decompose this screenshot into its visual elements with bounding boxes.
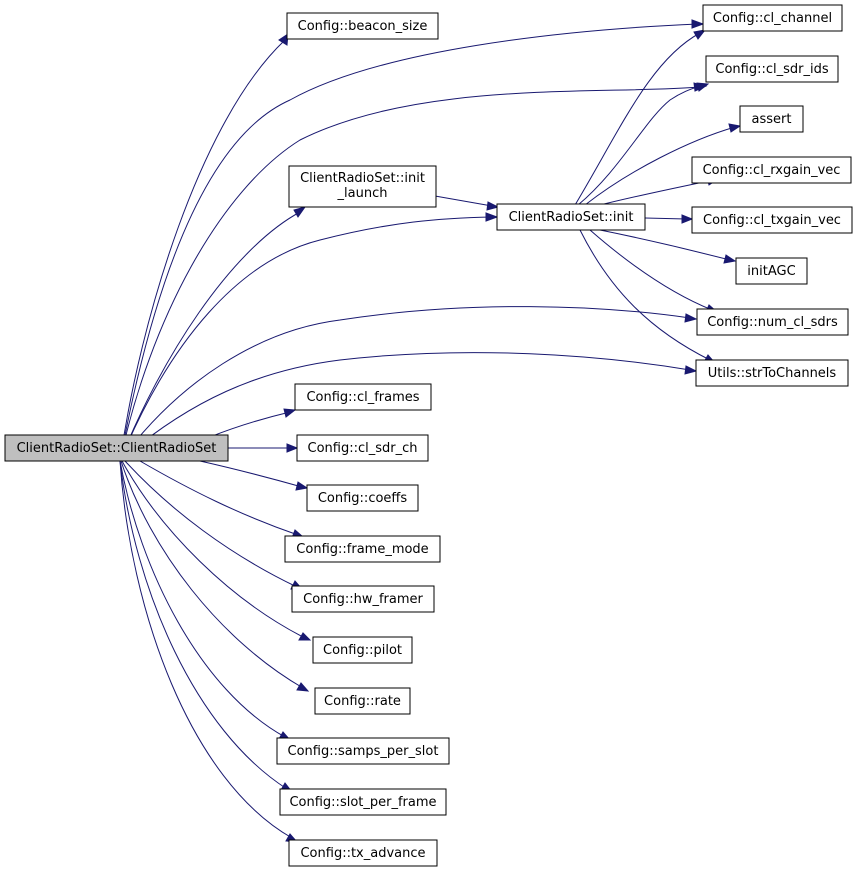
edge-root-to-frame-mode — [139, 460, 299, 536]
edge-init-to-num-cl-sdrs — [589, 229, 713, 311]
node-label: Config::rate — [324, 694, 401, 709]
node-label: ClientRadioSet::ClientRadioSet — [17, 441, 217, 456]
node-label: Config::cl_rxgain_vec — [703, 163, 841, 178]
node-label: Utils::strToChannels — [708, 366, 837, 381]
node-label: Config::num_cl_sdrs — [707, 315, 838, 330]
arrowhead-init-cl-channel — [693, 29, 707, 40]
edge-init-to-cl-channel — [574, 32, 701, 206]
arrowhead-cl-channel — [691, 19, 705, 29]
node-label: Config::pilot — [323, 643, 402, 658]
edge-init-to-cl-rxgain-vec — [599, 179, 714, 206]
edge-root-to-cl-sdr-ids — [119, 86, 701, 462]
edge-root-to-init-launch — [119, 211, 301, 462]
edge-root-to-coeffs — [199, 460, 303, 488]
node-config-hw-framer[interactable]: Config::hw_framer — [291, 585, 435, 613]
edge-root-to-samps-per-slot — [119, 460, 286, 738]
edge-root-to-cl-frames — [209, 411, 291, 438]
nodes-layer: ClientRadioSet::ClientRadioSet Config::b… — [4, 4, 853, 867]
arrowhead-init-assert — [728, 123, 742, 133]
node-label: Config::hw_framer — [303, 592, 423, 607]
arrowhead-init-launch — [293, 206, 307, 218]
arrowhead-init — [485, 212, 499, 222]
edge-root-to-tx-advance — [119, 460, 293, 839]
node-config-cl-channel[interactable]: Config::cl_channel — [702, 4, 843, 32]
node-label: Config::slot_per_frame — [289, 795, 436, 810]
arrowhead-cl-frames — [283, 408, 297, 418]
node-label-line-1: ClientRadioSet::init — [300, 171, 425, 186]
edge-root-to-slot-per-frame — [119, 460, 288, 790]
arrowhead-num-cl-sdrs — [684, 313, 698, 323]
node-label: Config::samps_per_slot — [288, 744, 439, 759]
node-client-radio-set-init[interactable]: ClientRadioSet::init — [496, 203, 646, 231]
node-label: Config::coeffs — [318, 491, 408, 506]
edge-root-to-str-to-channels — [119, 352, 691, 462]
edge-init-to-assert — [584, 126, 736, 206]
node-config-tx-advance[interactable]: Config::tx_advance — [288, 839, 438, 867]
arrowhead-init-agc — [723, 254, 737, 264]
node-label: ClientRadioSet::init — [509, 210, 634, 225]
node-label: Config::cl_sdr_ch — [308, 441, 418, 456]
node-label: initAGC — [747, 264, 795, 279]
node-label: Config::cl_frames — [306, 390, 419, 405]
edge-init-launch-to-init — [434, 195, 493, 207]
arrowhead-pilot — [298, 632, 312, 641]
node-label: assert — [752, 112, 792, 127]
node-config-rate[interactable]: Config::rate — [314, 687, 411, 715]
node-label: Config::cl_txgain_vec — [703, 213, 841, 228]
node-label: Config::cl_channel — [713, 11, 832, 26]
node-label: Config::beacon_size — [298, 19, 428, 34]
arrowhead-init-cl-sdr-ids — [696, 82, 710, 92]
node-label: Config::frame_mode — [296, 542, 428, 557]
edge-init-to-init-agc — [599, 229, 731, 261]
edge-root-to-cl-channel — [119, 23, 699, 462]
node-config-cl-sdr-ids[interactable]: Config::cl_sdr_ids — [705, 55, 839, 83]
edge-root-to-init — [119, 216, 493, 462]
node-config-cl-rxgain-vec[interactable]: Config::cl_rxgain_vec — [691, 156, 852, 184]
arrowhead-init-cl-txgain-vec — [681, 214, 694, 224]
node-config-frame-mode[interactable]: Config::frame_mode — [284, 535, 441, 563]
node-label-line-2: _launch — [337, 186, 388, 201]
node-config-num-cl-sdrs[interactable]: Config::num_cl_sdrs — [696, 308, 849, 336]
node-client-radio-set-init-launch[interactable]: ClientRadioSet::init _launch — [288, 165, 437, 208]
node-config-samps-per-slot[interactable]: Config::samps_per_slot — [276, 737, 450, 765]
node-label: Config::cl_sdr_ids — [715, 62, 828, 77]
edge-init-to-cl-sdr-ids — [577, 84, 704, 206]
node-init-agc[interactable]: initAGC — [735, 257, 808, 285]
edges-layer — [119, 19, 742, 843]
arrowhead-rate — [296, 682, 310, 692]
arrowhead-str-to-channels — [684, 365, 698, 375]
node-client-radio-set-constructor[interactable]: ClientRadioSet::ClientRadioSet — [4, 434, 229, 462]
node-label: Config::tx_advance — [300, 846, 425, 861]
edge-root-to-beacon-size — [119, 39, 286, 462]
node-config-pilot[interactable]: Config::pilot — [312, 636, 413, 664]
node-assert[interactable]: assert — [739, 105, 804, 133]
node-config-beacon-size[interactable]: Config::beacon_size — [286, 12, 439, 40]
node-config-cl-txgain-vec[interactable]: Config::cl_txgain_vec — [691, 206, 853, 234]
node-config-cl-frames[interactable]: Config::cl_frames — [294, 383, 432, 411]
edge-init-to-cl-txgain-vec — [644, 217, 687, 220]
arrowhead-init-from-launch — [486, 201, 500, 211]
node-config-coeffs[interactable]: Config::coeffs — [306, 484, 419, 512]
edge-root-to-pilot — [121, 460, 306, 639]
arrowhead-cl-sdr-ch — [286, 443, 299, 453]
edge-root-to-hw-framer — [124, 460, 298, 588]
edge-root-to-rate — [120, 460, 304, 689]
edge-root-to-num-cl-sdrs — [119, 306, 691, 462]
edge-init-to-str-to-channels — [579, 229, 711, 361]
node-config-slot-per-frame[interactable]: Config::slot_per_frame — [279, 788, 447, 816]
node-config-cl-sdr-ch[interactable]: Config::cl_sdr_ch — [296, 434, 429, 462]
node-utils-str-to-channels[interactable]: Utils::strToChannels — [695, 359, 849, 387]
arrowhead-coeffs — [295, 481, 309, 491]
